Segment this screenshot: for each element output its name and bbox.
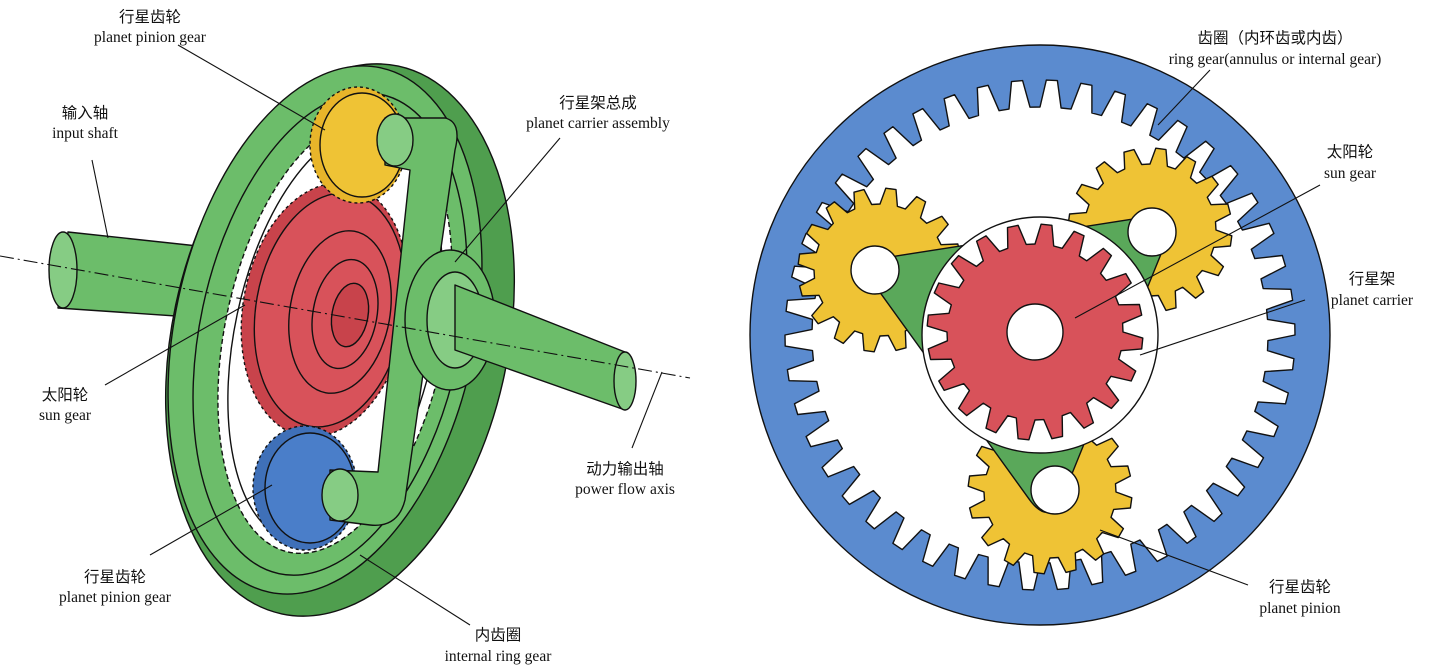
label-input-shaft-en: input shaft (52, 125, 119, 142)
label-planet-carrier-zh: 行星架 (1349, 270, 1396, 288)
label-sun-gear-left-zh: 太阳轮 (42, 386, 89, 404)
label-planet-pinion-bottom-en: planet pinion gear (59, 589, 172, 606)
label-internal-ring-gear-zh: 内齿圈 (475, 626, 522, 644)
carrier-hole-right (1127, 207, 1177, 257)
planet-pinion-top-3d (309, 86, 407, 204)
label-sun-gear-left-en: sun gear (39, 407, 92, 424)
label-planet-pinion-bottom-zh: 行星齿轮 (84, 568, 146, 586)
label-planet-pinion-right-zh: 行星齿轮 (1269, 578, 1331, 596)
sun-gear-bore (1006, 303, 1064, 361)
power-flow-axis-line (0, 255, 691, 379)
label-input-shaft-zh: 输入轴 (62, 104, 109, 122)
label-planet-pinion-top-en: planet pinion gear (94, 29, 207, 46)
carrier-hole-left (850, 245, 900, 295)
labels: 行星齿轮 planet pinion gear 输入轴 input shaft … (39, 8, 1414, 665)
label-sun-gear-right-en: sun gear (1324, 165, 1377, 182)
label-power-flow-axis-en: power flow axis (575, 481, 675, 498)
label-planet-pinion-top-zh: 行星齿轮 (119, 8, 181, 26)
right-front-view (749, 44, 1331, 626)
label-internal-ring-gear-en: internal ring gear (445, 648, 553, 665)
sun-gear-3d (240, 182, 410, 438)
label-sun-gear-right-zh: 太阳轮 (1327, 143, 1374, 161)
carrier-hole-bottom (1030, 465, 1080, 515)
left-3d-view (0, 63, 691, 617)
label-planet-carrier-assembly-zh: 行星架总成 (559, 94, 637, 112)
label-power-flow-axis-zh: 动力输出轴 (586, 460, 664, 478)
leader-lines (91, 44, 1321, 626)
label-ring-gear-en: ring gear(annulus or internal gear) (1169, 51, 1382, 68)
carrier-pin-holes (850, 207, 1177, 515)
label-ring-gear-zh: 齿圈（内环齿或内齿） (1197, 29, 1352, 47)
label-planet-pinion-right-en: planet pinion (1259, 600, 1341, 617)
output-shaft-shape (454, 284, 637, 411)
label-planet-carrier-assembly-en: planet carrier assembly (526, 115, 670, 132)
label-planet-carrier-en: planet carrier (1331, 292, 1414, 309)
